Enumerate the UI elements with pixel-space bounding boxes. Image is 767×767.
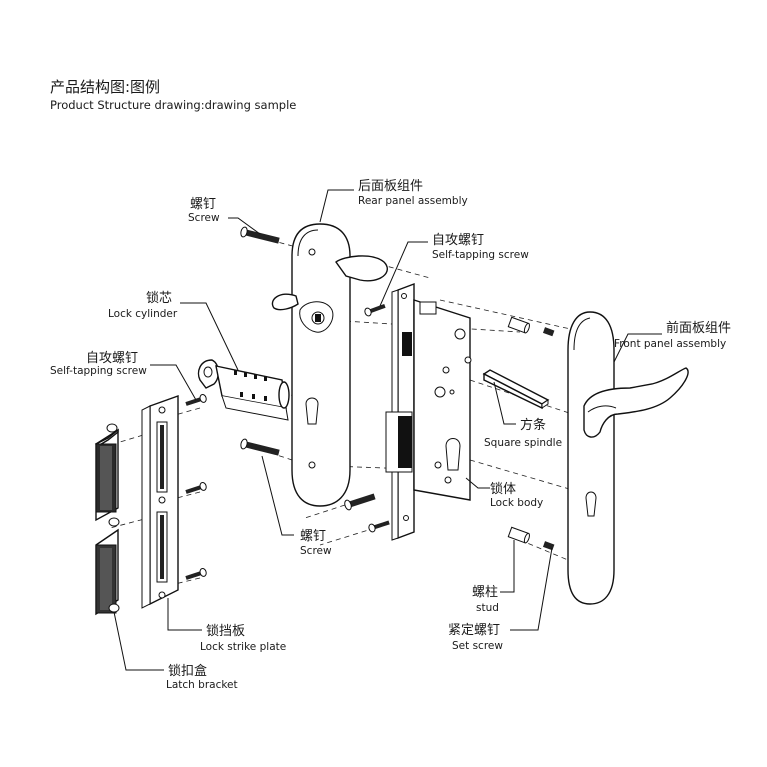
svg-text:Screw: Screw: [188, 212, 220, 224]
svg-text:前面板组件: 前面板组件: [666, 320, 731, 336]
title-cn: 产品结构图:图例: [50, 78, 160, 96]
rear-screw-top: [240, 226, 280, 244]
label-lock-cylinder: 锁芯 Lock cylinder: [108, 290, 178, 320]
svg-text:Self-tapping screw: Self-tapping screw: [50, 365, 147, 377]
svg-text:Set screw: Set screw: [452, 640, 503, 652]
svg-text:锁体: 锁体: [490, 481, 516, 497]
right-self-tapping-screws: [344, 303, 390, 533]
svg-text:锁扣盒: 锁扣盒: [168, 663, 207, 679]
latch-bracket: [94, 423, 120, 616]
title-en: Product Structure drawing:drawing sample: [50, 98, 296, 112]
svg-text:Square spindle: Square spindle: [484, 437, 562, 449]
square-spindle: [482, 369, 550, 410]
svg-text:螺钉: 螺钉: [190, 197, 216, 212]
label-self-tapping-left: 自攻螺钉 Self-tapping screw: [50, 351, 147, 377]
svg-text:紧定螺钉: 紧定螺钉: [448, 623, 500, 638]
svg-text:Self-tapping screw: Self-tapping screw: [432, 249, 529, 261]
rear-screw-bottom: [240, 438, 280, 456]
svg-text:自攻螺钉: 自攻螺钉: [432, 233, 484, 248]
lock-strike-plate: [141, 395, 179, 609]
label-screw-top: 螺钉 Screw: [188, 197, 220, 224]
label-screw-bottom: 螺钉 Screw: [300, 529, 332, 557]
label-stud: 螺柱 stud: [472, 585, 499, 614]
svg-text:Screw: Screw: [300, 545, 332, 557]
label-latch-bracket: 锁扣盒 Latch bracket: [166, 663, 238, 691]
label-set-screw: 紧定螺钉 Set screw: [448, 623, 503, 652]
rear-panel-assembly: [271, 223, 388, 507]
studs: [507, 316, 530, 544]
leader-lines: [113, 189, 662, 671]
label-rear-panel: 后面板组件 Rear panel assembly: [358, 179, 468, 207]
svg-text:Rear panel assembly: Rear panel assembly: [358, 195, 468, 207]
svg-text:螺柱: 螺柱: [472, 585, 498, 600]
label-front-panel: 前面板组件 Front panel assembly: [614, 320, 731, 350]
svg-text:锁芯: 锁芯: [146, 290, 172, 306]
label-square-spindle: 方条 Square spindle: [484, 417, 562, 449]
svg-text:后面板组件: 后面板组件: [358, 179, 423, 194]
lock-cylinder: [197, 359, 290, 421]
svg-text:Lock cylinder: Lock cylinder: [108, 308, 178, 320]
svg-text:Lock strike plate: Lock strike plate: [200, 641, 286, 653]
svg-text:自攻螺钉: 自攻螺钉: [86, 351, 138, 366]
svg-text:Latch bracket: Latch bracket: [166, 679, 238, 691]
lock-body: [385, 282, 472, 541]
svg-text:Front panel assembly: Front panel assembly: [614, 338, 726, 350]
svg-text:螺钉: 螺钉: [300, 529, 326, 544]
svg-text:方条: 方条: [520, 417, 546, 433]
left-screws: [185, 394, 207, 580]
label-lock-body: 锁体 Lock body: [490, 481, 543, 509]
label-self-tapping-right: 自攻螺钉 Self-tapping screw: [432, 233, 529, 261]
label-strike-plate: 锁挡板 Lock strike plate: [200, 623, 286, 653]
svg-text:锁挡板: 锁挡板: [206, 623, 245, 639]
front-panel-assembly: [567, 311, 689, 605]
svg-text:stud: stud: [476, 602, 499, 614]
svg-text:Lock body: Lock body: [490, 497, 543, 509]
